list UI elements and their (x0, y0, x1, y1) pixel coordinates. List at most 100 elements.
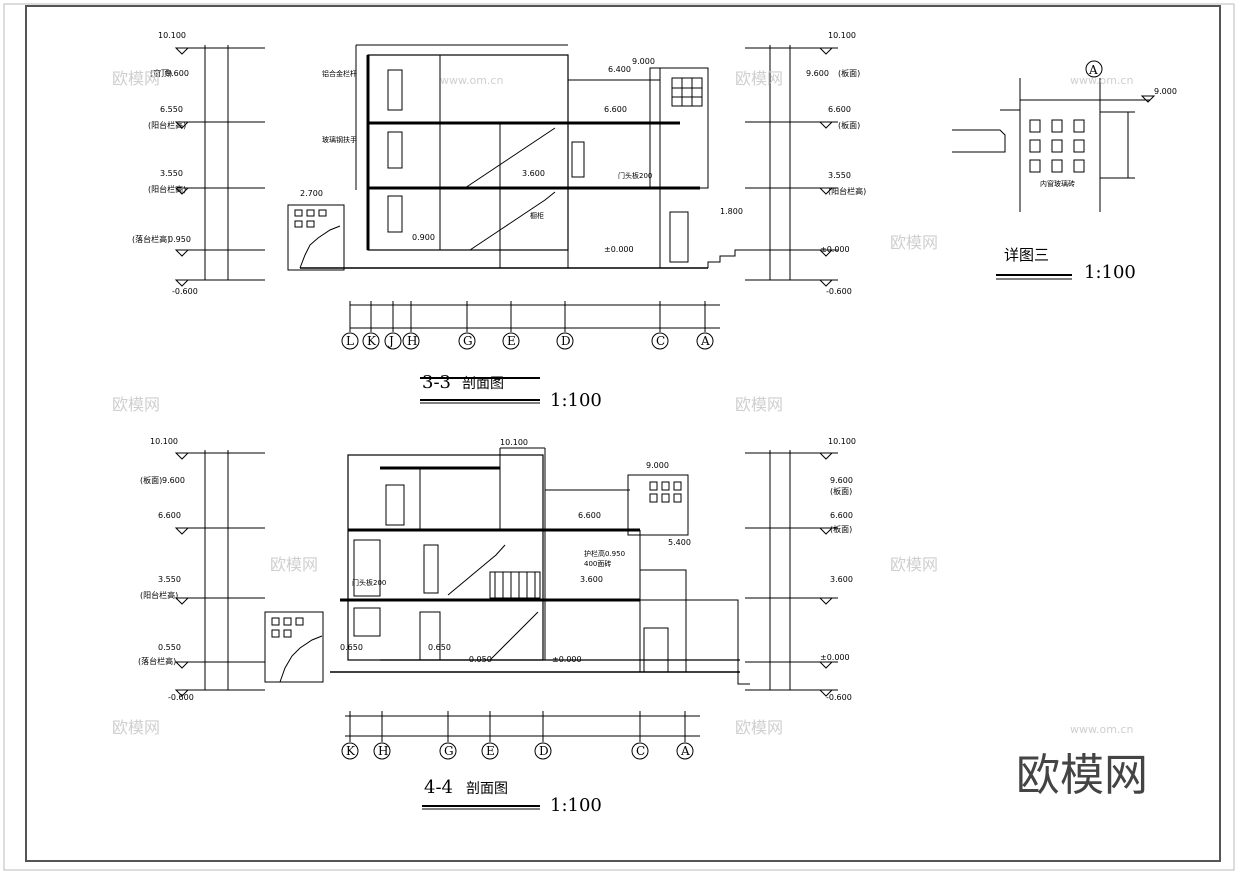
axis-label-e: E (507, 334, 516, 348)
detail-scale: 1:100 (1084, 262, 1136, 283)
section-4-4-body (347, 454, 544, 661)
level-marker (818, 187, 834, 195)
sheet-frame (25, 5, 1221, 862)
level-label: 10.100 (828, 31, 856, 40)
level-marker (174, 249, 190, 257)
level-label: -0.600 (168, 693, 194, 702)
level-label: 6.600 (828, 105, 851, 114)
level-note: (窗顶) (150, 68, 172, 78)
axis-bubble (362, 332, 380, 350)
level-label: -0.600 (826, 287, 852, 296)
inner-level: 1.800 (720, 207, 743, 216)
level-label: 0.950 (168, 235, 191, 244)
axis-label-e: E (486, 744, 495, 758)
stair-flight (464, 127, 556, 189)
watermark: 欧模网 (735, 718, 783, 737)
annotation: 内窗玻璃砖 (1040, 179, 1075, 188)
axis-label-a: A (700, 334, 710, 348)
inner-level: ±0.000 (552, 655, 582, 664)
watermark: 欧模网 (112, 395, 160, 414)
inner-level: ±0.000 (604, 245, 634, 254)
axis-bubble (1085, 60, 1103, 78)
level-note: (板面) (830, 486, 852, 496)
watermark: 欧模网 (112, 718, 160, 737)
level-label: 9.600 (830, 476, 853, 485)
level-label: 9.600 (806, 69, 829, 78)
level-label: 9.000 (1154, 87, 1177, 96)
entry-terrace (264, 611, 324, 683)
stair-tower (649, 67, 709, 189)
level-label: 6.550 (160, 105, 183, 114)
axis-bubble (481, 742, 499, 760)
watermark-logo: 欧模网 (1016, 750, 1148, 801)
section-scale: 1:100 (550, 795, 602, 816)
level-label: -0.600 (826, 693, 852, 702)
inner-level: 5.400 (668, 538, 691, 547)
level-label: 3.550 (158, 575, 181, 584)
section-title-suffix: 剖面图 (466, 781, 508, 797)
exterior-steps (707, 249, 752, 268)
section-3-3 (174, 44, 838, 404)
axis-bubble (631, 742, 649, 760)
axis-bubble (651, 332, 669, 350)
inner-level: 0.650 (340, 643, 363, 652)
level-label: 10.100 (150, 437, 178, 446)
level-note: (落台栏高) (132, 234, 170, 244)
level-label: 3.550 (160, 169, 183, 178)
level-note: (阳台栏高) (148, 184, 186, 194)
axis-label: A (1088, 63, 1098, 77)
annotation: 门头板200 (618, 171, 652, 180)
level-marker (174, 527, 190, 535)
annotation: 玻璃钢扶手 (322, 135, 357, 144)
stair-flight (469, 191, 556, 251)
section-4-4 (174, 447, 838, 810)
annotation: 门头板200 (352, 578, 386, 587)
inner-level: 3.600 (522, 169, 545, 178)
level-marker (818, 452, 834, 460)
level-label: 6.600 (158, 511, 181, 520)
level-marker (174, 597, 190, 605)
level-marker (818, 249, 834, 257)
axis-bubble (502, 332, 520, 350)
watermark: 欧模网 (735, 395, 783, 414)
stair-flight (447, 544, 506, 596)
level-marker (174, 187, 190, 195)
detail-title: 详图三 (1004, 246, 1049, 264)
axis-label-k: K (346, 744, 356, 758)
level-label: 9.600 (166, 69, 189, 78)
annotation: 橱柜 (530, 211, 544, 220)
level-marker (818, 121, 834, 129)
balcony-railing (489, 571, 541, 599)
level-marker (174, 121, 190, 129)
watermark: www.om.cn (440, 74, 503, 87)
section-title-suffix: 剖面图 (462, 376, 504, 392)
level-marker (174, 689, 190, 697)
section-scale: 1:100 (550, 390, 602, 411)
axis-label-h: H (378, 744, 388, 758)
level-marker (174, 279, 190, 287)
annotation: 铝合金栏杆 (322, 69, 357, 78)
axis-bubble (439, 742, 457, 760)
axis-bubble (341, 332, 359, 350)
level-label: 9.600 (162, 476, 185, 485)
level-label: -0.600 (172, 287, 198, 296)
window-grid (671, 77, 703, 107)
axis-bubble (534, 742, 552, 760)
level-note: (落台栏高) (138, 656, 176, 666)
detail-3 (952, 78, 1156, 280)
axis-bubble (384, 332, 402, 350)
inner-level: 10.100 (500, 438, 528, 447)
axis-label-h: H (407, 334, 417, 348)
section-title: 4-4 (424, 777, 453, 798)
axis-bubble (676, 742, 694, 760)
axis-label-a: A (680, 744, 690, 758)
sheet-outer-border (3, 3, 1235, 871)
axis-bubble (341, 742, 359, 760)
axis-label-g: G (463, 334, 473, 348)
inner-level: 6.600 (578, 511, 601, 520)
axis-bubble (458, 332, 476, 350)
axis-bubble (696, 332, 714, 350)
axis-label-l: L (346, 334, 354, 348)
